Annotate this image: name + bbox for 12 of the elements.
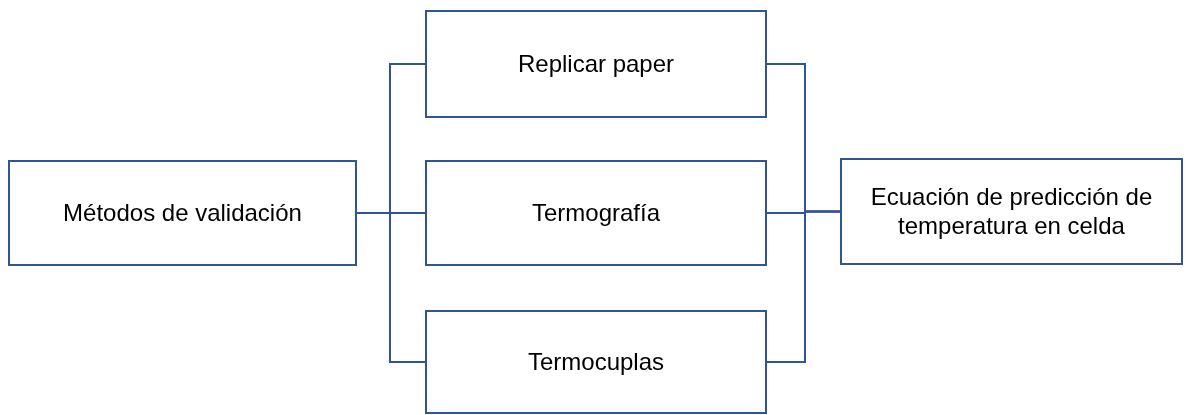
process-box xyxy=(425,10,767,118)
connector-line xyxy=(356,212,426,363)
connector-line xyxy=(766,210,841,363)
box-label: Replicar paper xyxy=(516,49,676,79)
box-label: Métodos de validación xyxy=(62,198,303,228)
box-label: Ecuación de predicción de temperatura en celda xyxy=(869,182,1154,241)
box-label: Termocuplas xyxy=(526,347,666,377)
box-label: Termografía xyxy=(530,198,662,228)
process-box xyxy=(425,160,767,266)
process-box xyxy=(425,310,767,414)
process-box xyxy=(8,160,357,266)
process-box xyxy=(840,158,1183,265)
